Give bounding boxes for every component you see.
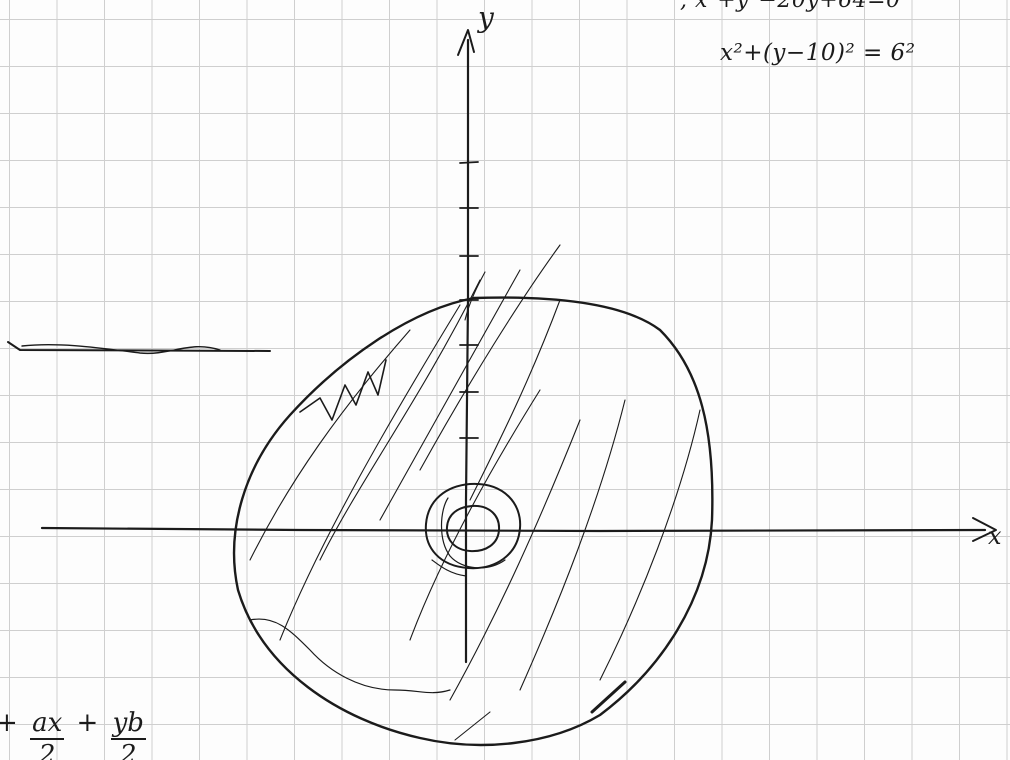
fragment-plus: + — [76, 708, 99, 738]
x-axis-line — [40, 526, 987, 533]
formula-fragment: + ax 2 + yb 2 — [0, 708, 150, 760]
small-circle-inner — [445, 504, 501, 553]
hatching-strokes — [249, 244, 701, 741]
equation-general-form: , x²+y²−20y+64=0 — [680, 0, 901, 13]
y-axis-arrowhead — [457, 29, 475, 56]
scribble-line-left — [7, 341, 271, 352]
fraction-yb: yb 2 — [110, 708, 146, 760]
zigzag-mark — [299, 359, 387, 421]
scribble-wave-bottom — [249, 618, 451, 694]
fragment-prefix: + — [0, 708, 18, 738]
scribble-thick-bottom-right — [590, 680, 627, 714]
fraction-yb-denominator: 2 — [119, 740, 137, 760]
large-circle — [232, 296, 714, 747]
y-axis-label: y — [478, 1, 494, 34]
equation-standard-form: x²+(y−10)² = 6² — [720, 40, 916, 66]
small-circle-scribble — [431, 497, 506, 577]
small-circle-outer — [424, 482, 522, 570]
fraction-ax: ax 2 — [30, 708, 65, 760]
fraction-ax-numerator: ax — [30, 708, 65, 740]
x-axis-label: x — [988, 522, 1002, 550]
scribble-wave-left — [21, 344, 221, 355]
fraction-ax-denominator: 2 — [38, 740, 56, 760]
x-axis-arrowhead — [972, 517, 997, 542]
y-axis-line — [464, 38, 470, 664]
fraction-yb-numerator: yb — [110, 708, 146, 740]
